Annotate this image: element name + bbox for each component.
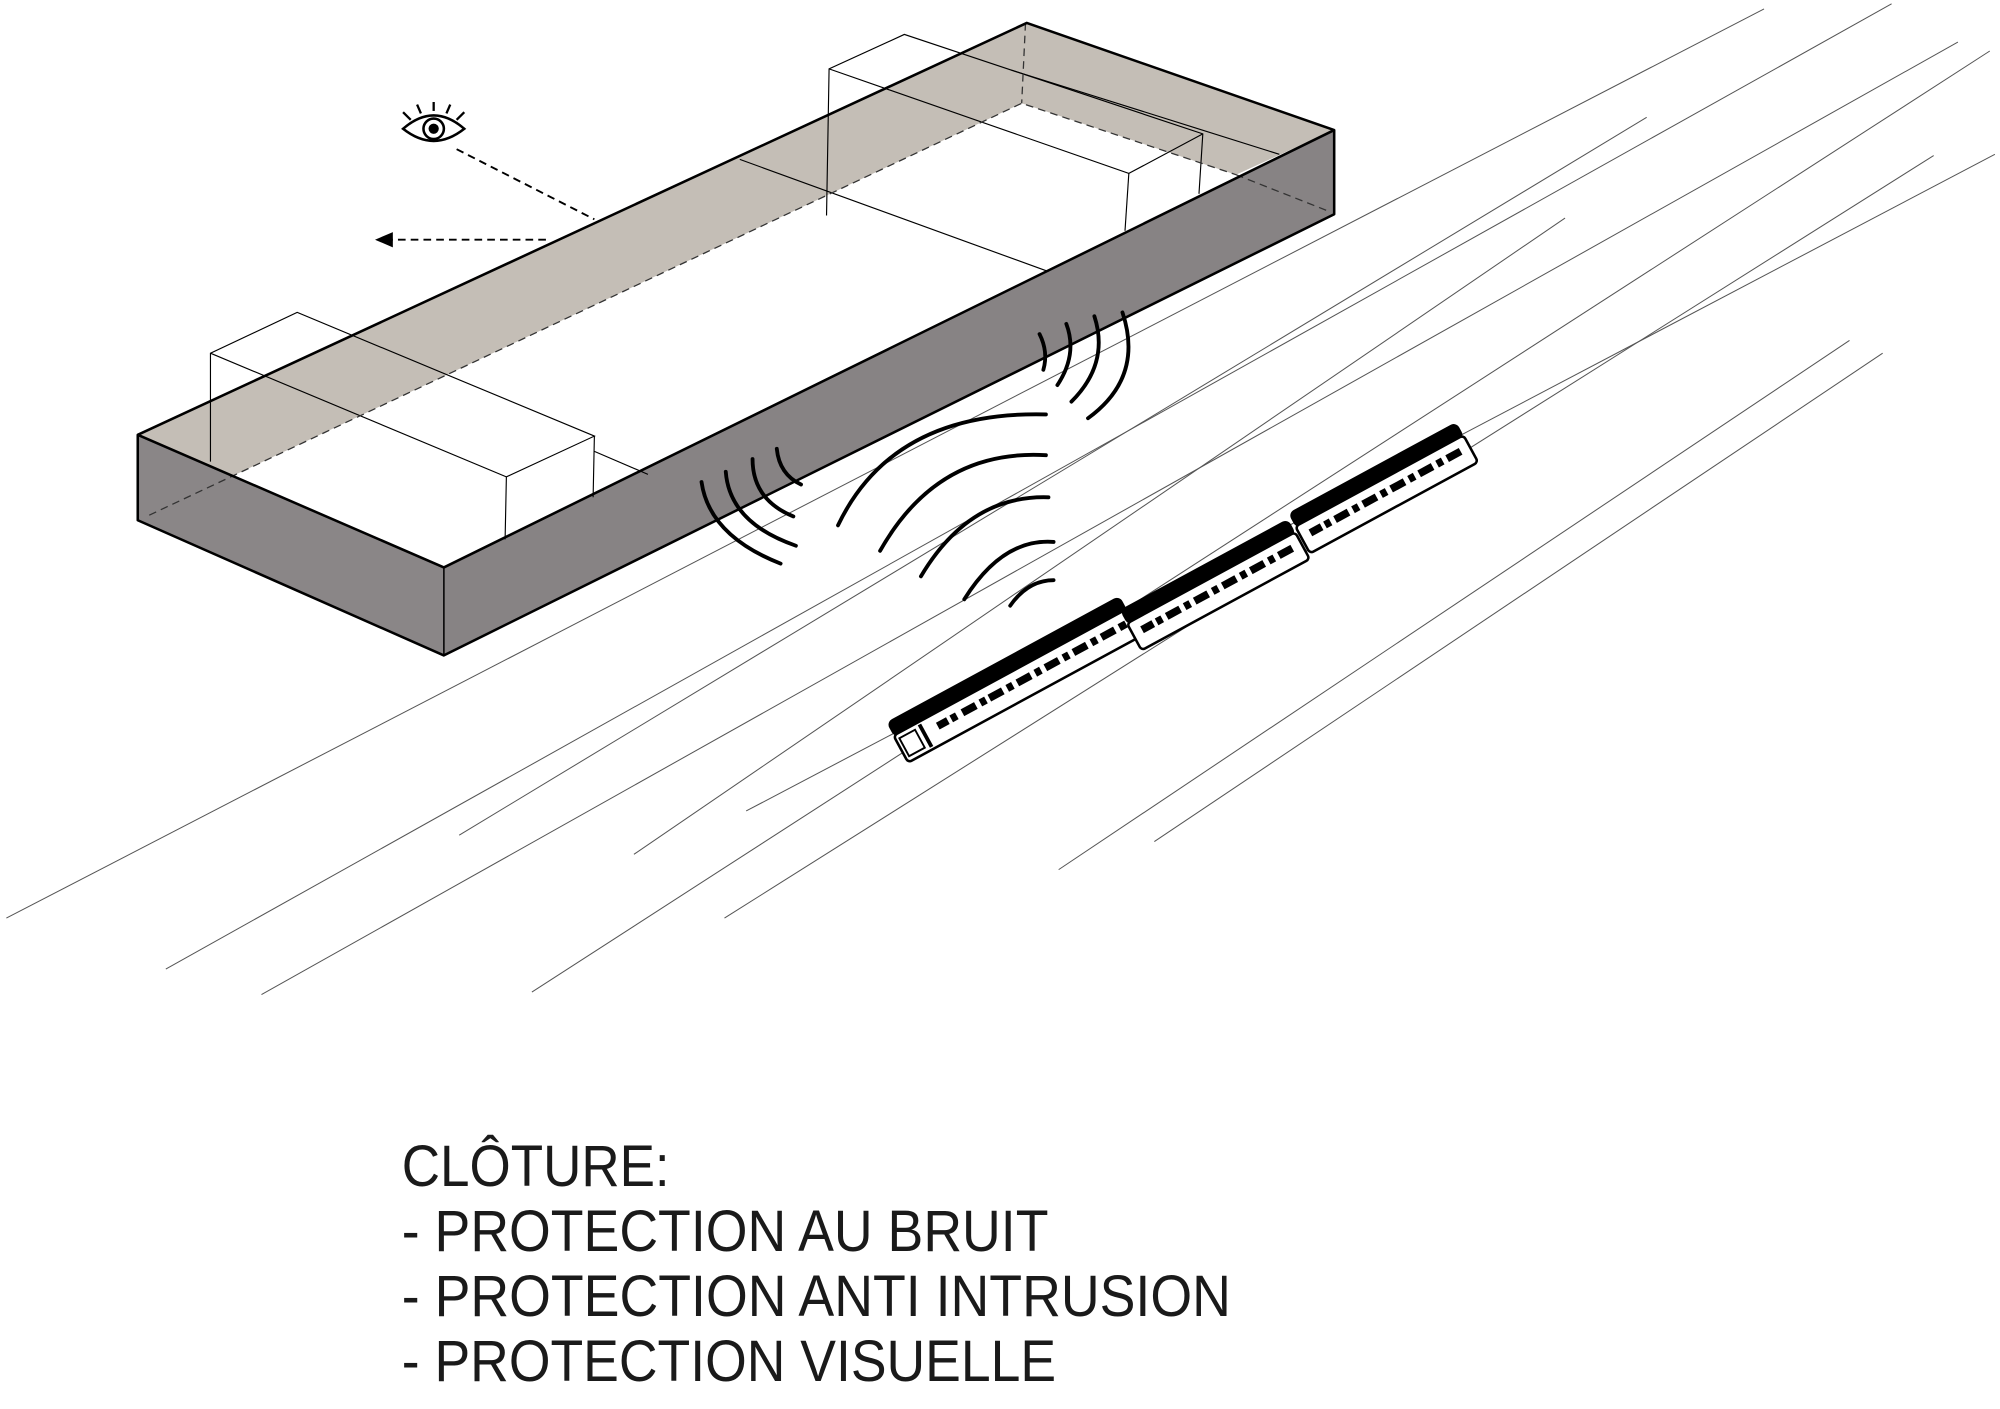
building-right — [739, 33, 1280, 273]
caption-item-noise: - PROTECTION AU BRUIT — [402, 1199, 1049, 1264]
hidden-edge — [148, 102, 1237, 516]
track-line — [1058, 340, 1850, 871]
fence-back-wall-band — [137, 22, 1335, 476]
caption-item-visual: - PROTECTION VISUELLE — [402, 1329, 1056, 1394]
hidden-edge — [1235, 174, 1327, 211]
sound-wave-icon — [699, 310, 1131, 608]
caption-title: CLÔTURE: — [402, 1134, 670, 1199]
hidden-edge — [1021, 22, 1027, 104]
track-line — [531, 50, 1991, 993]
train-car-middle — [1121, 520, 1310, 651]
arrow-left-icon — [375, 232, 546, 248]
caption: CLÔTURE: - PROTECTION AU BRUIT - PROTECT… — [402, 1134, 1231, 1394]
track-line — [165, 3, 1892, 970]
track-line — [1154, 352, 1883, 842]
train-car-front — [888, 597, 1142, 763]
fence-enclosure — [136, 21, 1336, 657]
fence-front-face — [443, 130, 1335, 656]
train-icon — [888, 424, 1479, 763]
track-line — [458, 116, 1647, 836]
track-line — [261, 41, 1959, 996]
railway-tracks — [6, 3, 1996, 996]
caption-item-intrusion: - PROTECTION ANTI INTRUSION — [402, 1264, 1231, 1329]
train-car-rear — [1290, 424, 1479, 554]
sightline — [456, 148, 595, 221]
track-line — [633, 217, 1566, 855]
eye-icon — [401, 102, 467, 143]
fence-left-face — [137, 434, 444, 656]
